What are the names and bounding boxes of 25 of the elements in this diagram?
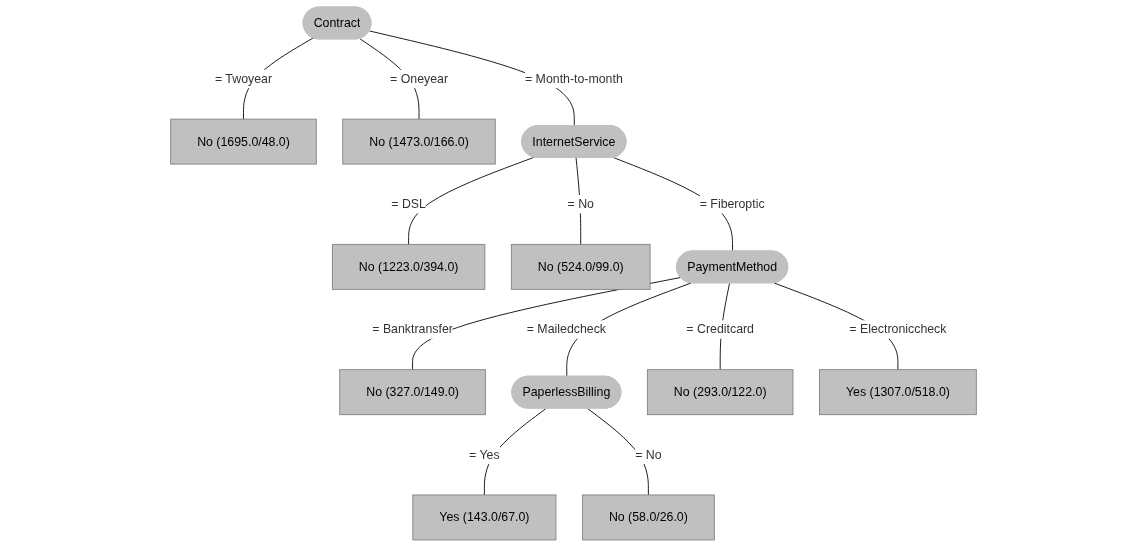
edge-label: = Yes <box>469 447 500 462</box>
node-box: No (1695.0/48.0) <box>170 118 317 165</box>
edge-label: = DSL <box>391 196 426 211</box>
node-box: No (1223.0/394.0) <box>331 243 486 290</box>
edge-label: = Twoyear <box>214 71 273 86</box>
node-box: No (293.0/122.0) <box>646 369 794 416</box>
edge-label: = Banktransfer <box>372 322 453 337</box>
edge-label: = Fiberoptic <box>699 196 765 211</box>
edge-label: = No <box>567 196 594 211</box>
connector <box>412 277 682 371</box>
edge-label: = Mailedcheck <box>526 322 607 337</box>
node-box: No (58.0/26.0) <box>581 494 715 541</box>
node-box: No (524.0/99.0) <box>510 243 651 290</box>
edge-label: = Creditcard <box>686 322 754 337</box>
node-box: Yes (1307.0/518.0) <box>819 369 977 416</box>
node-box: No (327.0/149.0) <box>339 369 486 416</box>
edge-label: = No <box>635 447 662 462</box>
edge-label: = Month-to-month <box>524 71 623 86</box>
connector <box>369 30 575 127</box>
node-box: Yes (143.0/67.0) <box>412 494 557 541</box>
edge-label: = Electroniccheck <box>849 322 947 337</box>
edge-label: = Oneyear <box>390 71 449 86</box>
connector <box>587 408 649 496</box>
connector <box>408 156 535 245</box>
node-box: No (1473.0/166.0) <box>342 118 496 165</box>
